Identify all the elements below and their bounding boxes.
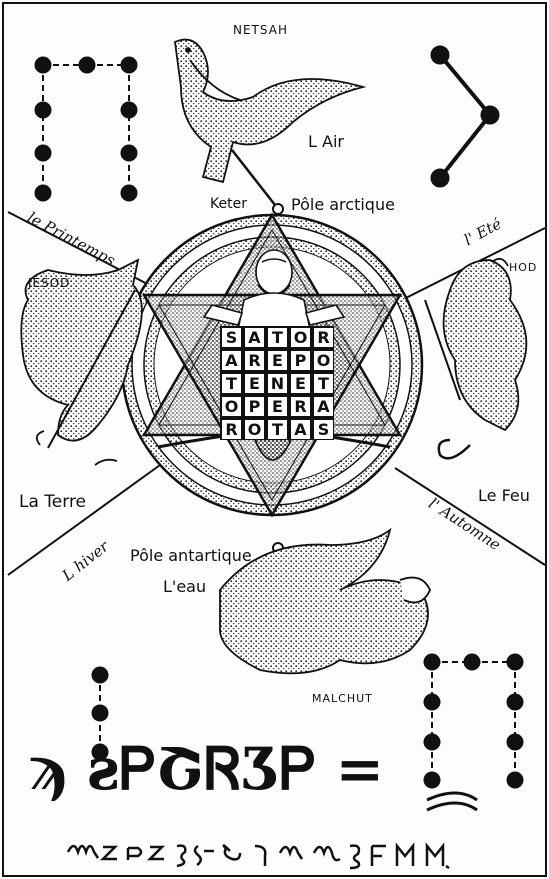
bull-illustration (20, 258, 143, 466)
divider-bottom-left (7, 464, 161, 576)
sator-letter: S (222, 328, 241, 347)
sator-letter: O (291, 328, 310, 347)
sator-letter: O (314, 351, 333, 370)
sator-letter: R (222, 420, 241, 439)
label-keter: Keter (210, 196, 247, 212)
sator-letter: E (245, 374, 264, 393)
sator-letter: T (268, 420, 287, 439)
label-netsah: NETSAH (233, 23, 288, 37)
label-jesod: JESOD (28, 276, 71, 290)
sator-letter: T (314, 374, 333, 393)
sator-letter: E (268, 351, 287, 370)
sator-letter: A (291, 420, 310, 439)
sator-letter: A (222, 351, 241, 370)
sator-letter: E (268, 397, 287, 416)
sator-letter: P (245, 397, 264, 416)
constellation-bottom-right (423, 653, 524, 789)
central-figure (157, 249, 391, 461)
sator-letter: T (268, 328, 287, 347)
constellation-bottom-left (91, 666, 109, 761)
label-la-terre: La Terre (19, 492, 87, 512)
label-pole-arctique: Pôle arctique (291, 195, 395, 214)
sator-letter: N (268, 374, 287, 393)
sator-letter: R (291, 397, 310, 416)
sator-letter: A (314, 397, 333, 416)
keter-point (272, 203, 284, 215)
sator-letter: R (314, 328, 333, 347)
constellation-top-left (34, 56, 138, 202)
sator-letter: T (222, 374, 241, 393)
sator-letter: S (314, 420, 333, 439)
sator-letter: A (245, 328, 264, 347)
lion-illustration (437, 257, 528, 460)
bottom-script-line-1: ϡ ƨᏢՇᏒӠᏢ = (28, 735, 385, 803)
sator-letter: O (245, 420, 264, 439)
label-eau: L'eau (163, 577, 207, 596)
angel-illustration (219, 527, 431, 675)
sator-letter: O (222, 397, 241, 416)
label-malchut: MALCHUT (312, 692, 373, 705)
label-pole-antartique: Pôle antartique (130, 546, 252, 565)
sator-letter: E (291, 374, 310, 393)
label-le-feu: Le Feu (478, 486, 530, 505)
divider-bottom-right (394, 467, 546, 566)
label-hod: HOD (509, 261, 538, 274)
label-air: L Air (308, 132, 344, 151)
sator-letter: P (291, 351, 310, 370)
eagle-illustration (174, 38, 367, 184)
constellation-top-right (430, 45, 500, 188)
sator-letter: R (245, 351, 264, 370)
